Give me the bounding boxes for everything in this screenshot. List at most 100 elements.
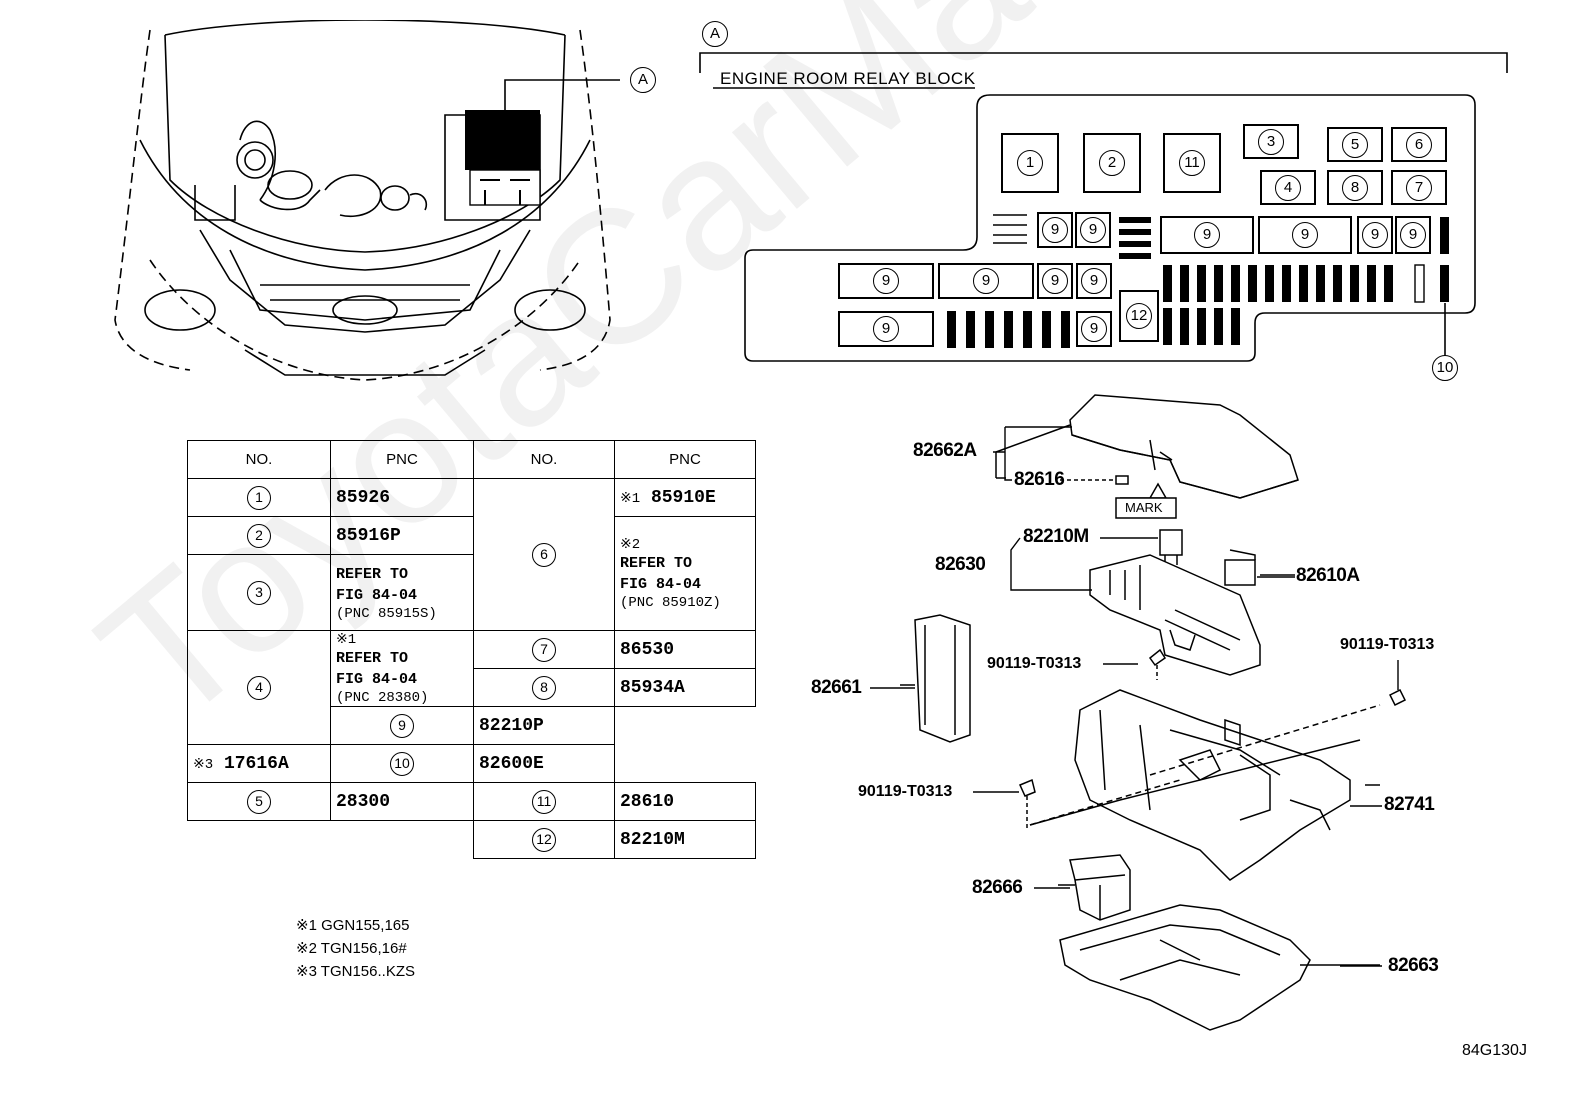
- callout-a-header: A: [702, 21, 728, 47]
- slot-number: 9: [1194, 222, 1220, 248]
- row-number: 6: [532, 542, 556, 567]
- fuse-slot-9: 9: [1075, 212, 1111, 248]
- row-number: 3: [247, 580, 271, 605]
- slot-number: 9: [873, 268, 899, 294]
- row-number: 1: [247, 485, 271, 510]
- part-label-90119-a: 90119-T0313: [987, 655, 1082, 672]
- row-number: 5: [247, 789, 271, 814]
- slot-number: 5: [1342, 131, 1368, 158]
- row-no: 4: [187, 630, 331, 745]
- row-number: 7: [532, 637, 556, 662]
- slot-number: 3: [1258, 128, 1284, 155]
- relay-slot-6: 6: [1391, 127, 1447, 162]
- note-mark: ※2: [620, 537, 641, 553]
- row-number: 12: [532, 827, 556, 852]
- fuse-slot-9: 9: [838, 311, 934, 347]
- part-label-82666: 82666: [972, 877, 1023, 898]
- relay-slot-5: 5: [1327, 127, 1383, 162]
- row-pnc: 86530: [614, 630, 756, 669]
- row-pnc-ref: REFER TO FIG 84-04 (PNC 85915S): [330, 554, 474, 631]
- footnote-2: ※2 TGN156,16#: [296, 940, 407, 957]
- fuse-slot-9: 9: [1357, 216, 1393, 254]
- relay-block-title: ENGINE ROOM RELAY BLOCK: [720, 69, 976, 88]
- relay-slot-2: 2: [1083, 133, 1141, 193]
- part-label-82663: 82663: [1388, 955, 1439, 976]
- ref-line: REFER TO: [336, 565, 409, 583]
- relay-slot-1: 1: [1001, 133, 1059, 193]
- note-mark: ※3: [193, 756, 214, 773]
- row-number: 2: [247, 523, 271, 548]
- row-no: 7: [473, 630, 615, 669]
- part-label-82210M: 82210M: [1023, 526, 1089, 547]
- slot-number: 1: [1017, 150, 1043, 176]
- ref-line: FIG 84-04: [336, 671, 418, 688]
- note-mark: ※1: [336, 632, 357, 648]
- row-no: 5: [187, 782, 331, 821]
- row-number: 8: [532, 675, 556, 700]
- fuse-slot-9: 9: [1076, 263, 1112, 299]
- fuse-slot-9: 9: [838, 263, 934, 299]
- row-no: 6: [473, 478, 615, 631]
- row-pnc: 82600E: [473, 744, 615, 783]
- relay-slot-4: 4: [1260, 170, 1316, 205]
- slot-number: 9: [873, 316, 899, 342]
- relay-block-frame: [699, 52, 1508, 362]
- ref-line: REFER TO: [336, 650, 409, 667]
- slot-number: 4: [1275, 174, 1301, 201]
- relay-slot-11: 11: [1163, 133, 1221, 193]
- footnote-3: ※3 TGN156..KZS: [296, 963, 416, 980]
- row-no: 10: [330, 744, 474, 783]
- slot-number: 7: [1406, 174, 1432, 201]
- ref-line: FIG 84-04: [620, 576, 702, 593]
- slot-number: 9: [973, 268, 999, 294]
- slot-number: 11: [1179, 150, 1205, 176]
- ref-pnc: (PNC 85910Z): [620, 595, 721, 611]
- relay-slot-7: 7: [1391, 170, 1447, 205]
- part-label-82662A: 82662A: [913, 440, 977, 461]
- fuse-slot-9: 9: [1160, 216, 1254, 254]
- pnc-value: 17616A: [223, 753, 289, 774]
- row-pnc: 85934A: [614, 668, 756, 707]
- car-front-illustration: [114, 20, 620, 381]
- row-pnc: 85926: [330, 478, 474, 517]
- figure-code: 84G130J: [1462, 1042, 1527, 1059]
- row-pnc-ref: ※2 REFER TO FIG 84-04 (PNC 85910Z): [614, 516, 756, 631]
- ref-pnc: (PNC 85915S): [336, 605, 437, 622]
- slot-number: 9: [1042, 268, 1068, 294]
- row-number: 4: [247, 675, 271, 700]
- callout-10: 10: [1432, 355, 1458, 381]
- row-no: 9: [330, 706, 474, 745]
- row-no: 2: [187, 516, 331, 555]
- slot-number: 9: [1362, 222, 1388, 248]
- fuse-slot-9: 9: [1395, 216, 1431, 254]
- slot-number: 8: [1342, 174, 1368, 201]
- row-pnc: 82210M: [614, 820, 756, 859]
- row-pnc: 28610: [614, 782, 756, 821]
- row-no: 8: [473, 668, 615, 707]
- slot-number: 9: [1080, 217, 1106, 243]
- slot-number: 9: [1081, 316, 1107, 342]
- slot-number: 9: [1400, 222, 1426, 248]
- part-label-82741: 82741: [1384, 794, 1435, 815]
- callout-a-car: A: [630, 67, 656, 93]
- row-number: 10: [390, 751, 414, 776]
- fuse-slot-9: 9: [1037, 212, 1073, 248]
- footnote-1: ※1 GGN155,165: [296, 917, 410, 934]
- fuse-slot-9: 9: [1037, 263, 1073, 299]
- part-label-90119-c: 90119-T0313: [858, 783, 953, 800]
- header-no-right: NO.: [473, 440, 615, 479]
- part-label-90119-b: 90119-T0313: [1340, 636, 1435, 653]
- pnc-value: 85910E: [650, 487, 716, 508]
- ref-line: FIG 84-04: [336, 586, 418, 604]
- fuse-slot-9: 9: [1258, 216, 1352, 254]
- relay-slot-3: 3: [1243, 124, 1299, 159]
- ref-pnc: (PNC 28380): [336, 690, 429, 706]
- header-no-left: NO.: [187, 440, 331, 479]
- mark-label: MARK: [1125, 500, 1163, 515]
- row-number: 11: [532, 789, 556, 814]
- row-no: 11: [473, 782, 615, 821]
- slot-number: 2: [1099, 150, 1125, 176]
- empty-cell: [330, 820, 474, 859]
